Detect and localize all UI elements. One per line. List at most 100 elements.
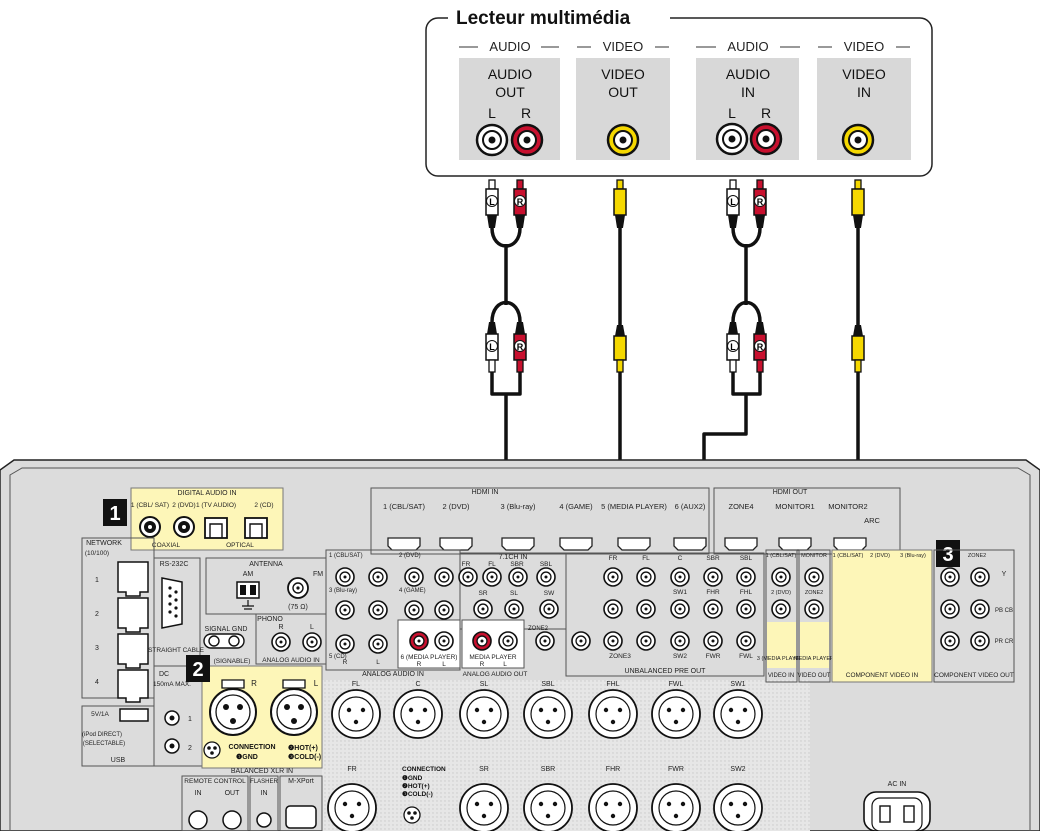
hdmi-out-port-monitor1[interactable] bbox=[778, 537, 812, 551]
seven-one-jack-1[interactable] bbox=[458, 567, 478, 587]
xlr-in-jack-l[interactable] bbox=[270, 679, 318, 736]
rs232c-port[interactable] bbox=[161, 577, 183, 629]
analog-in-jack-10[interactable] bbox=[368, 634, 388, 654]
ethernet-port-2[interactable] bbox=[117, 597, 149, 633]
remote-out-jack[interactable] bbox=[222, 810, 242, 830]
xlr-out-bottom-4[interactable] bbox=[588, 783, 638, 831]
component-out-jack-5[interactable] bbox=[940, 631, 960, 651]
ethernet-port-4[interactable] bbox=[117, 669, 149, 703]
hdmi-in-port-4[interactable] bbox=[559, 537, 593, 551]
pre-out-jack-11[interactable] bbox=[636, 599, 656, 619]
pre-out-jack-10[interactable] bbox=[603, 599, 623, 619]
video-in-jack-1[interactable] bbox=[771, 567, 791, 587]
xlr-out-top-3[interactable] bbox=[459, 689, 509, 739]
flasher-jack[interactable] bbox=[256, 812, 272, 828]
seven-one-jack-4[interactable] bbox=[536, 567, 556, 587]
am-antenna-terminal[interactable] bbox=[236, 581, 260, 599]
ethernet-port-1[interactable] bbox=[117, 561, 149, 597]
xlr-out-top-2[interactable] bbox=[393, 689, 443, 739]
analog-in-jack-3[interactable] bbox=[404, 567, 424, 587]
component-out-jack-4[interactable] bbox=[970, 599, 990, 619]
mxport-port[interactable] bbox=[285, 805, 317, 829]
xlr-out-top-4[interactable] bbox=[523, 689, 573, 739]
optical-jack-1[interactable] bbox=[204, 517, 228, 539]
pre-out-jack-5[interactable] bbox=[603, 567, 623, 587]
seven-one-jack-3[interactable] bbox=[508, 567, 528, 587]
xlr-out-top-5[interactable] bbox=[588, 689, 638, 739]
device-jack-audio-out-l[interactable] bbox=[475, 123, 509, 157]
xlr-out-top-7[interactable] bbox=[713, 689, 763, 739]
fm-antenna-jack[interactable] bbox=[287, 577, 309, 599]
pre-out-jack-14[interactable] bbox=[736, 599, 756, 619]
pre-out-jack-2[interactable] bbox=[571, 631, 591, 651]
device-jack-audio-in-r[interactable] bbox=[749, 122, 783, 156]
analog-in-jack-6[interactable] bbox=[368, 600, 388, 620]
xlr-out-bottom-1[interactable] bbox=[327, 783, 377, 831]
device-jack-audio-in-l[interactable] bbox=[715, 122, 749, 156]
media-player-audio-out-l-jack[interactable] bbox=[498, 631, 518, 651]
pre-out-jack-3[interactable] bbox=[603, 631, 623, 651]
pre-out-jack-9[interactable] bbox=[736, 567, 756, 587]
video-out-jack-monitor[interactable] bbox=[804, 567, 824, 587]
xlr-out-top-1[interactable] bbox=[331, 689, 381, 739]
pre-out-jack-16[interactable] bbox=[703, 631, 723, 651]
hdmi-in-port-3[interactable] bbox=[501, 537, 535, 551]
usb-port[interactable] bbox=[119, 708, 149, 722]
xlr-in-jack-r[interactable] bbox=[209, 679, 257, 736]
component-out-jack-2[interactable] bbox=[970, 567, 990, 587]
analog-in-jack-1[interactable] bbox=[335, 567, 355, 587]
hdmi-out-port-zone4[interactable] bbox=[724, 537, 758, 551]
analog-in-jack-4[interactable] bbox=[434, 567, 454, 587]
hdmi-in-port-6[interactable] bbox=[673, 537, 707, 551]
pre-out-jack-13[interactable] bbox=[703, 599, 723, 619]
pre-out-jack-12[interactable] bbox=[670, 599, 690, 619]
signal-gnd-terminal[interactable] bbox=[203, 633, 245, 649]
analog-in-jack-7[interactable] bbox=[404, 600, 424, 620]
xlr-out-top-6[interactable] bbox=[651, 689, 701, 739]
analog-in-jack-5[interactable] bbox=[335, 600, 355, 620]
xlr-out-bottom-3[interactable] bbox=[523, 783, 573, 831]
pre-out-jack-1[interactable] bbox=[535, 631, 555, 651]
media-player-audio-in-r-jack[interactable] bbox=[409, 631, 429, 651]
pre-out-jack-17[interactable] bbox=[736, 631, 756, 651]
pre-out-jack-8[interactable] bbox=[703, 567, 723, 587]
dc-jack-2[interactable] bbox=[164, 738, 180, 754]
pre-out-jack-7[interactable] bbox=[670, 567, 690, 587]
hdmi-in-port-2[interactable] bbox=[439, 537, 473, 551]
analog-in-jack-2[interactable] bbox=[368, 567, 388, 587]
seven-one-jack-6[interactable] bbox=[504, 599, 524, 619]
hdmi-out-port-monitor2[interactable] bbox=[833, 537, 867, 551]
phono-jack-r[interactable] bbox=[271, 632, 291, 652]
analog-in-jack-8[interactable] bbox=[434, 600, 454, 620]
analog-in-jack-9[interactable] bbox=[335, 634, 355, 654]
media-player-audio-out-r-jack[interactable] bbox=[472, 631, 492, 651]
coaxial-jack-1[interactable] bbox=[139, 516, 161, 538]
hdmi-in-port-5[interactable] bbox=[617, 537, 651, 551]
device-jack-audio-out-r[interactable] bbox=[510, 123, 544, 157]
xlr-out-bottom-6[interactable] bbox=[713, 783, 763, 831]
dc-jack-1[interactable] bbox=[164, 710, 180, 726]
video-in-jack-2[interactable] bbox=[771, 599, 791, 619]
media-player-audio-in-l-jack[interactable] bbox=[434, 631, 454, 651]
ethernet-port-3[interactable] bbox=[117, 633, 149, 669]
pre-out-jack-4[interactable] bbox=[636, 631, 656, 651]
device-jack-video-in[interactable] bbox=[841, 123, 875, 157]
seven-one-jack-2[interactable] bbox=[482, 567, 502, 587]
component-out-jack-6[interactable] bbox=[970, 631, 990, 651]
pre-out-jack-6[interactable] bbox=[636, 567, 656, 587]
ac-inlet[interactable] bbox=[863, 791, 931, 831]
video-out-jack-zone2[interactable] bbox=[804, 599, 824, 619]
hdmi-in-port-1[interactable] bbox=[387, 537, 421, 551]
seven-one-jack-7[interactable] bbox=[539, 599, 559, 619]
pre-out-jack-15[interactable] bbox=[670, 631, 690, 651]
device-jack-video-out[interactable] bbox=[606, 123, 640, 157]
seven-one-jack-5[interactable] bbox=[473, 599, 493, 619]
component-out-jack-3[interactable] bbox=[940, 599, 960, 619]
xlr-out-bottom-5[interactable] bbox=[651, 783, 701, 831]
component-out-jack-1[interactable] bbox=[940, 567, 960, 587]
remote-in-jack[interactable] bbox=[188, 810, 208, 830]
phono-jack-l[interactable] bbox=[302, 632, 322, 652]
coaxial-jack-2[interactable] bbox=[173, 516, 195, 538]
optical-jack-2[interactable] bbox=[244, 517, 268, 539]
xlr-out-bottom-2[interactable] bbox=[459, 783, 509, 831]
